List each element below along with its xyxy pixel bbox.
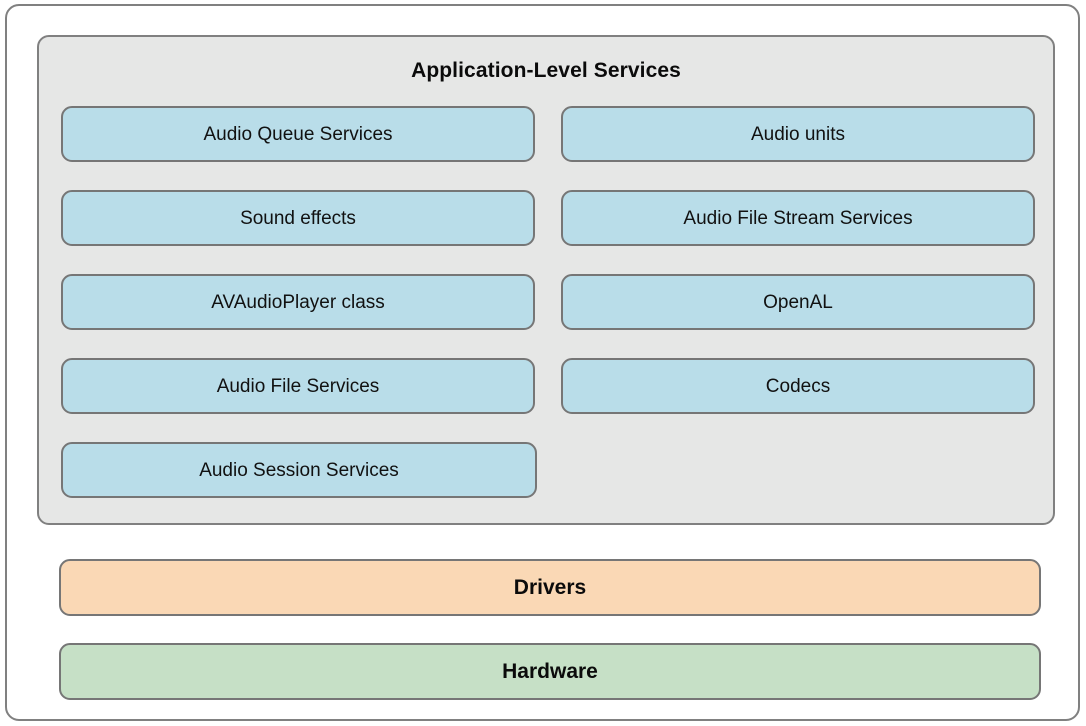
service-row: AVAudioPlayer class OpenAL bbox=[61, 274, 1035, 330]
service-box-audio-session-services[interactable]: Audio Session Services bbox=[61, 442, 537, 498]
application-level-services-title: Application-Level Services bbox=[411, 59, 681, 82]
service-box-empty-slot bbox=[563, 442, 1035, 498]
drivers-layer-bar[interactable]: Drivers bbox=[59, 559, 1041, 616]
service-box-audio-queue-services[interactable]: Audio Queue Services bbox=[61, 106, 535, 162]
diagram-outer-frame: Application-Level Services Audio Queue S… bbox=[5, 4, 1080, 721]
hardware-layer-bar[interactable]: Hardware bbox=[59, 643, 1041, 700]
service-row: Sound effects Audio File Stream Services bbox=[61, 190, 1035, 246]
service-row: Audio Queue Services Audio units bbox=[61, 106, 1035, 162]
service-box-codecs[interactable]: Codecs bbox=[561, 358, 1035, 414]
service-row: Audio File Services Codecs bbox=[61, 358, 1035, 414]
service-box-openal[interactable]: OpenAL bbox=[561, 274, 1035, 330]
application-level-services-panel: Application-Level Services Audio Queue S… bbox=[37, 35, 1055, 525]
service-box-audio-file-services[interactable]: Audio File Services bbox=[61, 358, 535, 414]
service-box-grid: Audio Queue Services Audio units Sound e… bbox=[61, 106, 1035, 498]
service-box-audio-units[interactable]: Audio units bbox=[561, 106, 1035, 162]
service-box-audio-file-stream-services[interactable]: Audio File Stream Services bbox=[561, 190, 1035, 246]
service-box-sound-effects[interactable]: Sound effects bbox=[61, 190, 535, 246]
service-row: Audio Session Services bbox=[61, 442, 1035, 498]
service-box-avaudioplayer-class[interactable]: AVAudioPlayer class bbox=[61, 274, 535, 330]
